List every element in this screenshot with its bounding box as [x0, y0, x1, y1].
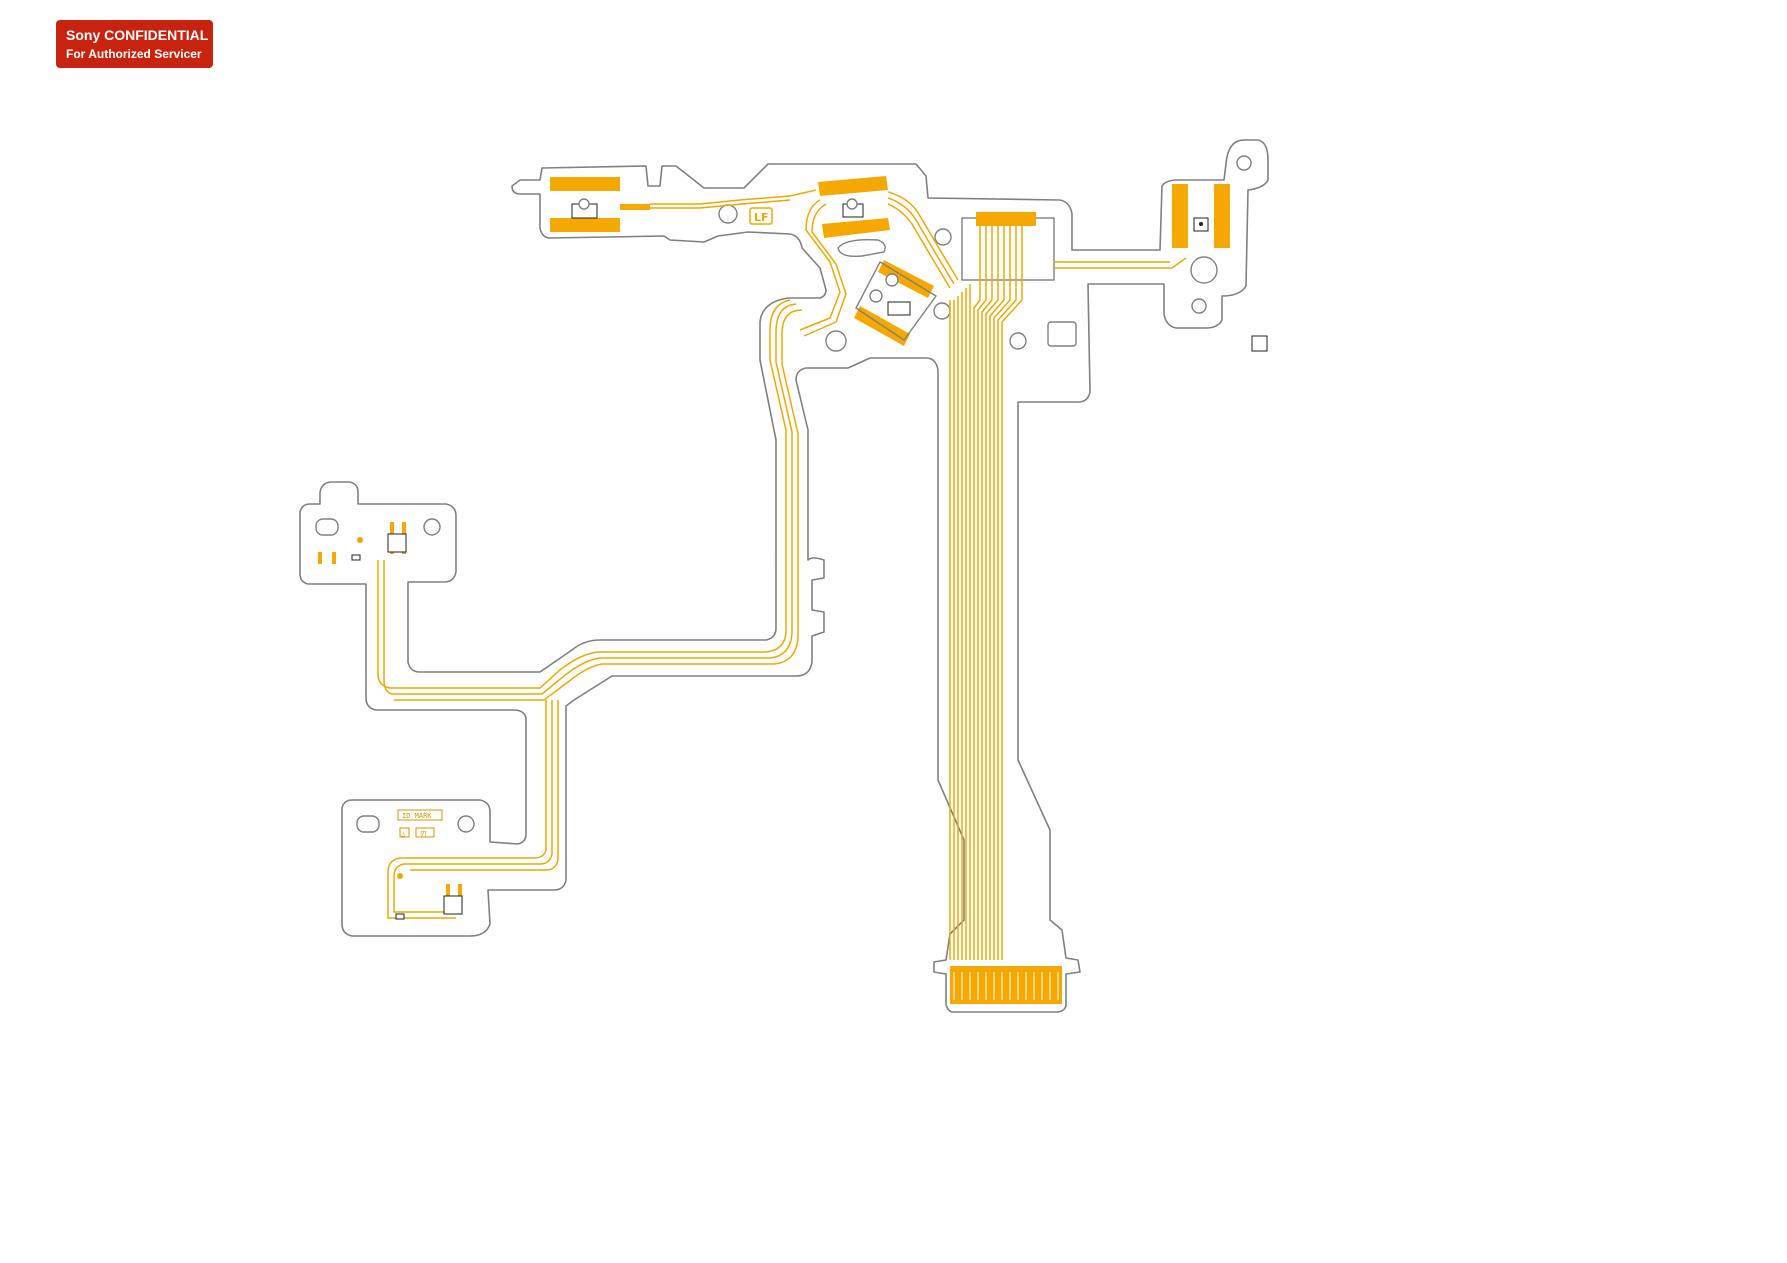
component-box	[888, 302, 910, 315]
slot	[357, 816, 379, 832]
switch-pad-center	[818, 176, 890, 238]
board-outline-main	[300, 140, 1268, 1012]
hole	[424, 519, 440, 535]
mounting-holes	[316, 156, 1251, 832]
hole	[934, 303, 950, 319]
logo-mark: LF	[750, 208, 772, 224]
hole	[826, 331, 846, 351]
hole	[1192, 299, 1206, 313]
hole	[935, 229, 951, 245]
hole	[458, 816, 474, 832]
slot	[838, 240, 885, 257]
legend-box	[1252, 336, 1267, 351]
flex-pcb-diagram: LF ID MARK △ 刃	[0, 0, 1546, 1100]
switch-pad-left	[550, 177, 650, 232]
switch-pad-rotated	[854, 260, 936, 346]
id-mark-text: ID MARK	[402, 812, 432, 820]
trace-bundle-left	[378, 300, 802, 918]
square-cutout	[1048, 322, 1076, 346]
id-mark-area: ID MARK △ 刃	[398, 810, 442, 838]
switch-pad-right	[1172, 184, 1230, 248]
hole	[719, 205, 737, 223]
slot	[316, 519, 338, 535]
symbol-b: 刃	[420, 830, 427, 838]
hole	[1010, 333, 1026, 349]
hole	[1237, 156, 1251, 170]
logo-text: LF	[754, 211, 769, 224]
tail-connector	[950, 966, 1062, 1004]
connector-block	[962, 212, 1054, 280]
hole	[1191, 257, 1217, 283]
